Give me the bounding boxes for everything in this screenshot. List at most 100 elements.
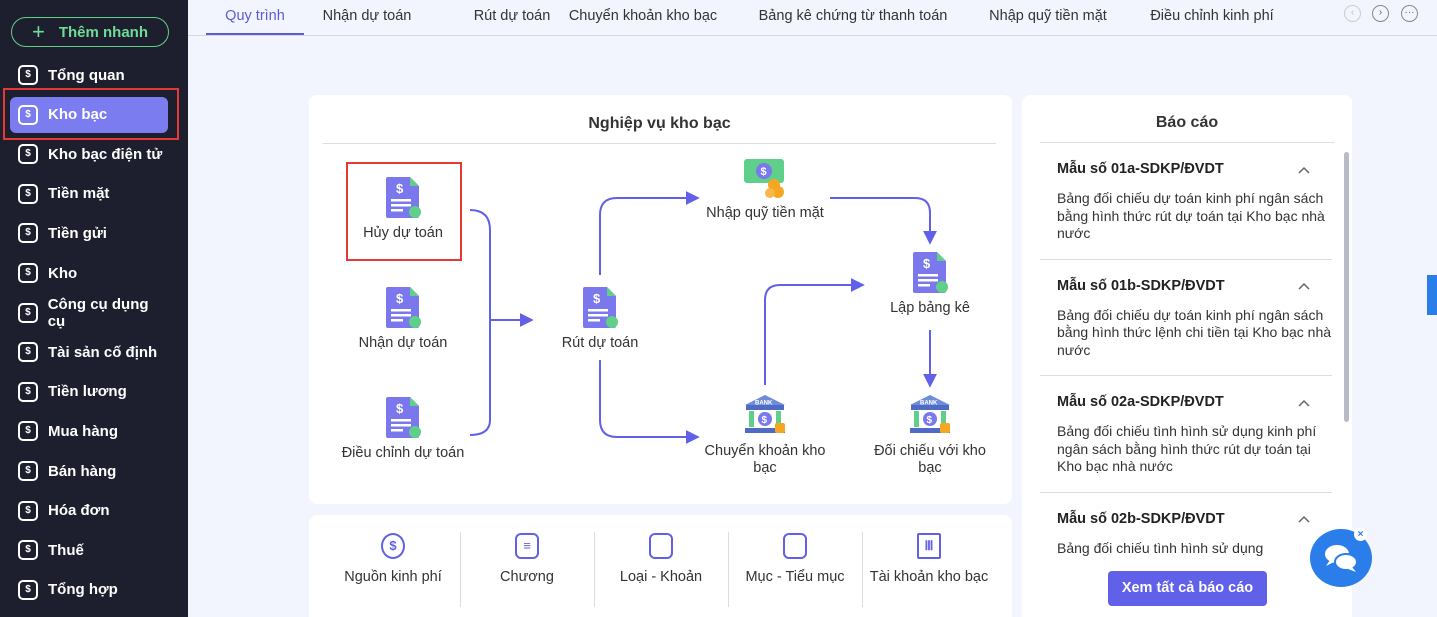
scroll-left-icon[interactable]: ‹ [1344, 5, 1361, 22]
bank-search-icon [907, 393, 953, 437]
sidebar-item-5[interactable]: $ Kho [10, 255, 168, 291]
report-code: Mẫu số 02b-SDKP/ĐVDT [1057, 510, 1225, 527]
category-muc-tieu-muc[interactable]: Mục - Tiểu mục [728, 533, 862, 586]
tools-icon: $ [18, 302, 38, 323]
chevron-up-icon[interactable] [1298, 166, 1310, 174]
dollar-icon: $ [381, 533, 405, 559]
sidebar-item-label: Công cụ dụng cụ [47, 295, 149, 330]
divider [728, 532, 729, 607]
folder-icon [783, 533, 807, 559]
divider [862, 532, 863, 607]
highlight-box [346, 162, 462, 261]
chevron-up-icon[interactable] [1298, 515, 1310, 523]
tab-bang-ke[interactable]: Bảng kê chứng từ thanh toán [758, 8, 948, 24]
sidebar-item-2[interactable]: $Kho bạc điện tử [10, 136, 168, 172]
node-nhan-du-toan[interactable]: Nhận dự toán [338, 285, 468, 352]
node-label: Rút dự toán [561, 335, 639, 351]
side-handle[interactable] [1427, 275, 1437, 315]
close-chat-icon[interactable]: × [1354, 528, 1367, 541]
workflow-title: Nghiệp vụ kho bạc [323, 114, 996, 144]
tab-rut-du-toan[interactable]: Rút dự toán [473, 8, 551, 24]
view-all-reports-button[interactable]: Xem tất cả báo cáo [1108, 571, 1267, 606]
sidebar-item-3[interactable]: $ Tiền mặt [10, 176, 168, 212]
highlight-box [3, 88, 179, 140]
scrollbar[interactable] [1344, 152, 1349, 422]
document-check-icon [385, 285, 421, 329]
plus-icon: + [31, 19, 45, 44]
sidebar-item-label: Thuế [48, 541, 84, 559]
note-icon: ≡ [515, 533, 539, 559]
sidebar-item-label: Tiền mặt [48, 185, 110, 203]
divider [594, 532, 595, 607]
node-nhap-quy-tien-mat[interactable]: $ Nhập quỹ tiền mặt [705, 155, 825, 222]
svg-text:$: $ [761, 166, 767, 178]
tab-quy-trinh[interactable]: Quy trình [206, 0, 304, 35]
pie-chart-icon: $ [18, 65, 38, 85]
report-desc: Bảng đối chiếu dự toán kinh phí ngân sác… [1057, 306, 1332, 358]
sidebar-item-label: Hóa đơn [48, 502, 110, 520]
tab-dieu-chinh[interactable]: Điều chỉnh kinh phí [1150, 8, 1274, 24]
sidebar-item-6[interactable]: $ Công cụ dụng cụ [10, 295, 168, 331]
folder-icon [649, 533, 673, 559]
document-refresh-icon [385, 395, 421, 439]
sidebar-item-8[interactable]: $Tiền lương [10, 374, 168, 410]
report-item[interactable]: Mẫu số 02b-SDKP/ĐVDT Bảng đối chiếu tình … [1040, 493, 1332, 558]
sidebar-item-10[interactable]: $Bán hàng [10, 453, 168, 489]
sidebar-item-label: Kho bạc điện tử [48, 145, 163, 163]
cash-icon: $ [18, 183, 38, 204]
report-desc: Bảng đối chiếu dự toán kinh phí ngân sác… [1057, 190, 1325, 241]
chevron-up-icon[interactable] [1298, 399, 1310, 407]
warehouse-icon: $ [18, 263, 38, 283]
sidebar-item-label: Kho [48, 264, 78, 282]
sidebar-item-1[interactable]: $Kho bạc [10, 96, 168, 133]
node-doi-chieu-kho-bac[interactable]: Đối chiếu với kho bạc [865, 393, 995, 477]
sidebar-item-12[interactable]: $Thuế [10, 532, 168, 568]
more-icon[interactable]: ··· [1401, 5, 1418, 22]
node-label: Nhập quỹ tiền mặt [706, 205, 824, 221]
sidebar-item-13[interactable]: $Tổng hợp [10, 572, 168, 608]
node-huy-du-toan[interactable]: Hủy dự toán [338, 175, 468, 242]
chevron-up-icon[interactable] [1298, 282, 1310, 290]
node-chuyen-khoan-kho-bac[interactable]: Chuyển khoản kho bạc [700, 393, 830, 477]
sidebar: +Thêm nhanh $Tổng quan$Kho bạc$Kho bạc đ… [0, 0, 188, 617]
sidebar-item-0[interactable]: $Tổng quan [10, 57, 168, 93]
bank-transfer-icon [742, 393, 788, 437]
category-label: Mục - Tiểu mục [745, 569, 845, 585]
node-label: Lập bảng kê [890, 300, 970, 316]
sidebar-item-label: Tiền gửi [48, 224, 107, 242]
tab-nhap-quy[interactable]: Nhập quỹ tiền mặt [989, 8, 1107, 24]
sidebar-item-4[interactable]: $Tiền gửi [10, 215, 168, 251]
sidebar-item-label: Tổng hợp [48, 581, 118, 599]
store-icon: $ [18, 461, 38, 481]
tab-chuyen-khoan[interactable]: Chuyển khoản kho bạc [568, 8, 718, 24]
category-chuong[interactable]: ≡Chương [460, 533, 594, 586]
tab-bar: Quy trình Nhận dự toán Rút dự toán Chuyể… [188, 0, 1437, 36]
sidebar-item-9[interactable]: $Mua hàng [10, 413, 168, 449]
node-rut-du-toan[interactable]: Rút dự toán [535, 285, 665, 352]
tab-nhan-du-toan[interactable]: Nhận dự toán [322, 8, 412, 24]
node-label: Đối chiếu với kho bạc [874, 443, 986, 476]
node-dieu-chinh-du-toan[interactable]: Điều chỉnh dự toán [338, 395, 468, 462]
chat-icon [1325, 545, 1358, 572]
cart-icon: $ [18, 421, 38, 442]
report-desc: Bảng đối chiếu tình hình sử dụng [1057, 539, 1264, 556]
category-nguon-kinh-phi[interactable]: $Nguồn kinh phí [326, 533, 460, 586]
sidebar-item-label: Kho bạc [48, 106, 108, 124]
scroll-right-icon[interactable]: › [1372, 5, 1389, 22]
document-edit-icon [912, 250, 948, 294]
category-loai-khoan[interactable]: Loại - Khoản [594, 533, 728, 586]
node-lap-bang-ke[interactable]: Lập bảng kê [865, 250, 995, 317]
sidebar-item-11[interactable]: $Hóa đơn [10, 493, 168, 529]
node-label: Chuyển khoản kho bạc [704, 443, 826, 476]
quick-add-button[interactable]: +Thêm nhanh [11, 17, 169, 47]
node-label: Điều chỉnh dự toán [341, 445, 465, 461]
sidebar-item-7[interactable]: $Tài sản cố định [10, 334, 168, 370]
category-label: Tài khoản kho bạc [869, 569, 989, 585]
